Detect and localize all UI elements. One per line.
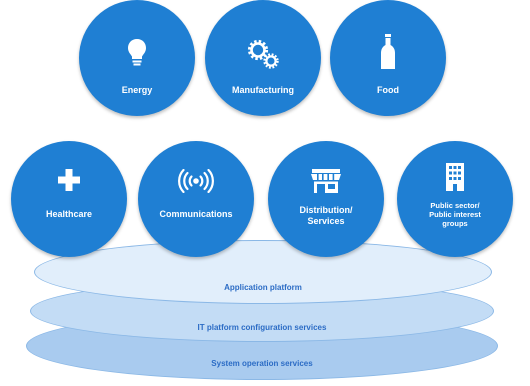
bottle-icon (330, 34, 446, 70)
application-platform-layer: Application platform (34, 240, 492, 304)
sector-food-label: Food (377, 85, 399, 95)
it-platform-label: IT platform configuration services (197, 323, 327, 332)
sector-manufacturing-label: Manufacturing (232, 85, 294, 95)
sector-distribution-label: Distribution/ Services (299, 205, 353, 226)
storefront-icon (268, 169, 384, 193)
gears-icon (205, 38, 321, 70)
sector-distribution: Distribution/ Services (268, 141, 384, 257)
sector-communications-label: Communications (159, 209, 233, 219)
sector-energy: Energy (79, 0, 195, 116)
sector-healthcare: Healthcare (11, 141, 127, 257)
sector-communications: Communications (138, 141, 254, 257)
sector-manufacturing: Manufacturing (205, 0, 321, 116)
sector-public: Public sector/ Public interest groups (397, 141, 513, 257)
lightbulb-icon (79, 38, 195, 68)
medical-cross-icon (11, 169, 127, 191)
sector-public-label: Public sector/ Public interest groups (429, 201, 481, 228)
broadcast-icon (138, 169, 254, 193)
sector-energy-label: Energy (121, 85, 153, 95)
application-platform-label: Application platform (224, 283, 302, 292)
building-icon (397, 163, 513, 191)
sector-food: Food (330, 0, 446, 116)
system-operation-label: System operation services (211, 359, 313, 368)
sector-healthcare-label: Healthcare (45, 209, 93, 219)
